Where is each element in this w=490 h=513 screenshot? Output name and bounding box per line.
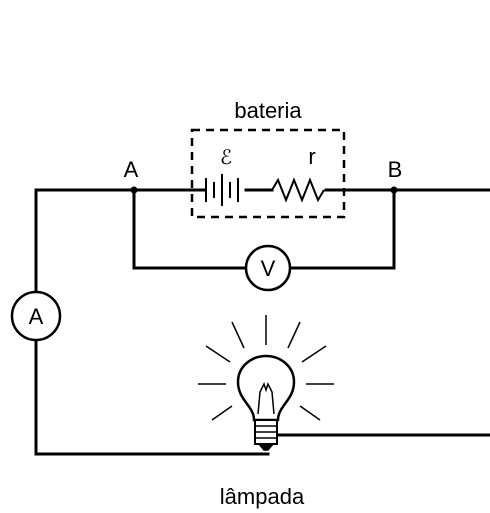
internal-resistance-label: r bbox=[308, 144, 315, 169]
ammeter bbox=[10, 290, 62, 342]
cell-symbol bbox=[205, 174, 239, 206]
battery-box bbox=[190, 128, 346, 219]
lamp-label: lâmpada bbox=[220, 484, 305, 509]
node-b-label: B bbox=[388, 157, 403, 182]
node-a-dot bbox=[130, 186, 138, 194]
node-b-dot bbox=[390, 186, 398, 194]
wire-left-bottom bbox=[34, 338, 270, 456]
battery-label: bateria bbox=[234, 98, 302, 123]
voltmeter-label: V bbox=[261, 256, 276, 281]
lamp-icon bbox=[198, 315, 334, 451]
wire-voltmeter-right bbox=[290, 188, 396, 270]
wire-left-top bbox=[34, 188, 206, 318]
voltmeter bbox=[244, 244, 292, 292]
circuit-wires bbox=[34, 188, 490, 456]
emf-label: ℰ bbox=[220, 147, 232, 169]
wire-voltmeter-left bbox=[132, 188, 246, 270]
ammeter-label: A bbox=[29, 304, 44, 329]
node-a-label: A bbox=[124, 157, 139, 182]
internal-resistor bbox=[271, 177, 325, 203]
